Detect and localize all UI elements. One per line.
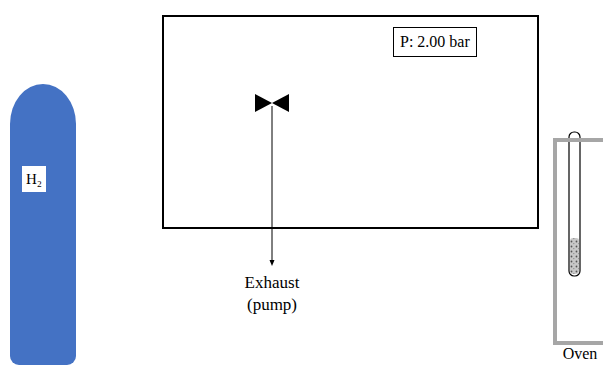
cylinder-label: H₂ [22, 166, 46, 192]
oven: Oven [553, 138, 603, 345]
sample-tube [569, 132, 580, 276]
gas-cylinder: H₂ [10, 84, 76, 365]
exhaust-label: Exhaust (pump) [232, 272, 312, 316]
gauge-reading: P: 2.00 bar [400, 32, 470, 52]
pressure-gauge: P: 2.00 bar [393, 27, 477, 57]
oven-label: Oven [553, 345, 603, 363]
exhaust-line [270, 106, 275, 266]
manifold-box [163, 16, 538, 228]
